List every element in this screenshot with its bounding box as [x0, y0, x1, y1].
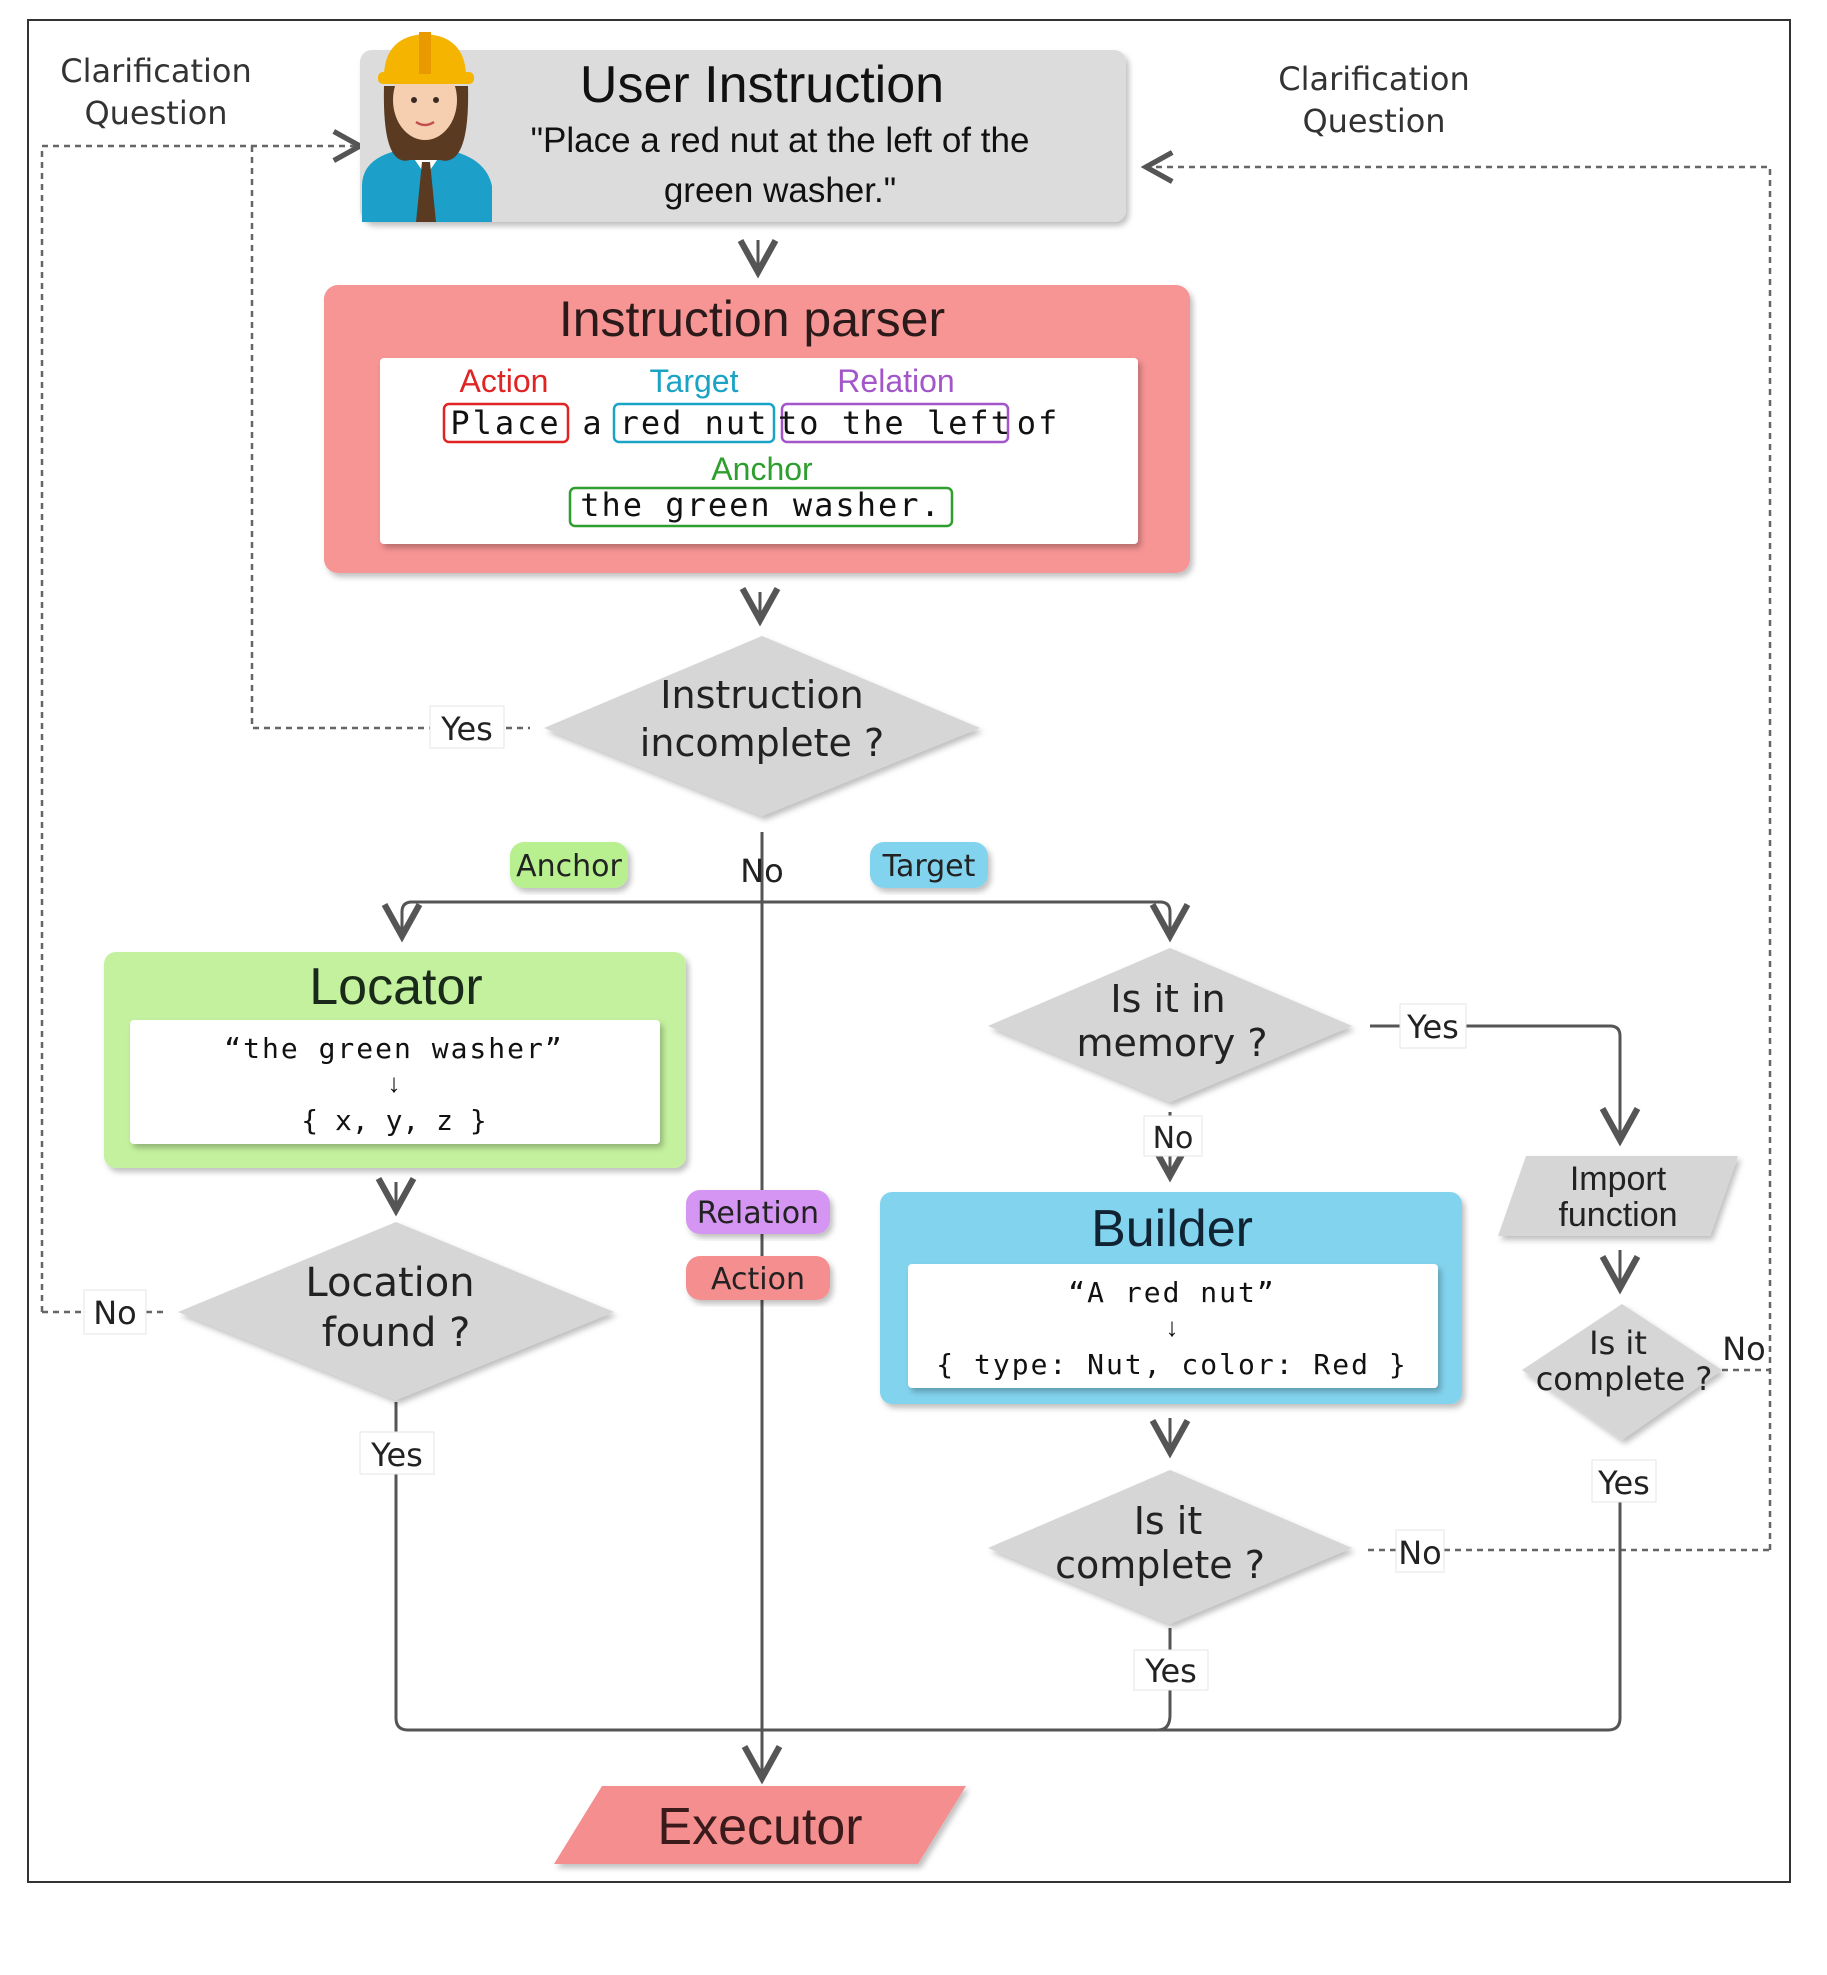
parser-word-place: Place: [450, 404, 561, 442]
instruction-parser-box: Instruction parser Action Target Relatio…: [324, 285, 1190, 573]
locator-title: Locator: [309, 958, 482, 1016]
decision-import-complete-line2: complete ?: [1536, 1360, 1713, 1398]
flow-connectors: [375, 238, 1641, 1785]
label-yes-location: Yes: [370, 1436, 423, 1474]
parser-word-to-the-left: to the left: [778, 404, 1012, 442]
parser-word-red-nut: red nut: [620, 404, 769, 442]
decision-in-memory-line2: memory ?: [1076, 1021, 1267, 1065]
decision-location-found-line1: Location: [305, 1260, 474, 1306]
label-no-incomplete: No: [740, 852, 784, 890]
builder-arrow-icon: ↓: [1166, 1312, 1179, 1342]
outer-frame: [27, 19, 1791, 1883]
import-function-line2: function: [1558, 1196, 1677, 1234]
clarification-question-left-line1: Clarification: [60, 52, 252, 90]
chip-relation-label: Relation: [697, 1196, 819, 1231]
decision-builder-complete: Is it complete ?: [988, 1470, 1352, 1624]
locator-box: Locator “the green washer” ↓ { x, y, z }: [104, 952, 686, 1168]
parser-tag-target: Target: [650, 363, 739, 399]
decision-builder-complete-line1: Is it: [1134, 1499, 1203, 1543]
chip-relation: Relation: [686, 1190, 830, 1234]
parser-tag-anchor: Anchor: [711, 451, 813, 487]
decision-instruction-incomplete-line2: incomplete ?: [640, 721, 884, 765]
label-yes-import: Yes: [1597, 1464, 1650, 1502]
label-no-import: No: [1722, 1330, 1766, 1368]
decision-import-complete: Is it complete ?: [1522, 1304, 1722, 1440]
clarification-question-right-line1: Clarification: [1278, 60, 1470, 98]
user-instruction-title: User Instruction: [580, 56, 944, 114]
builder-output: { type: Nut, color: Red }: [936, 1348, 1407, 1381]
builder-box: Builder “A red nut” ↓ { type: Nut, color…: [880, 1192, 1462, 1404]
decision-builder-complete-line2: complete ?: [1055, 1543, 1265, 1587]
label-yes-builder: Yes: [1144, 1652, 1197, 1690]
decision-instruction-incomplete-line1: Instruction: [660, 673, 863, 717]
locator-output: { x, y, z }: [301, 1104, 486, 1137]
executor-title: Executor: [657, 1798, 862, 1856]
decision-import-complete-line1: Is it: [1589, 1324, 1647, 1362]
chip-target: Target: [870, 842, 988, 888]
parser-tag-relation: Relation: [837, 363, 954, 399]
decision-in-memory: Is it in memory ?: [988, 948, 1352, 1102]
builder-input: “A red nut”: [1068, 1276, 1275, 1309]
parser-word-a: a: [582, 404, 601, 442]
parser-word-green-washer: the green washer.: [580, 486, 942, 524]
worker-avatar-icon: [362, 32, 492, 222]
clarification-feedback-lines: [40, 129, 1772, 1552]
label-no-memory: No: [1153, 1121, 1194, 1156]
decision-in-memory-line1: Is it in: [1110, 977, 1225, 1021]
import-function-line1: Import: [1570, 1160, 1667, 1198]
chip-action-label: Action: [711, 1262, 805, 1297]
clarification-question-right-line2: Question: [1302, 102, 1445, 140]
chip-action: Action: [686, 1256, 830, 1300]
label-yes-memory: Yes: [1406, 1008, 1459, 1046]
import-function-box: Import function: [1498, 1156, 1738, 1236]
decision-instruction-incomplete: Instruction incomplete ?: [544, 636, 980, 816]
parser-word-of: of: [1017, 404, 1060, 442]
label-no-builder: No: [1398, 1534, 1442, 1572]
label-yes-incomplete: Yes: [440, 710, 493, 748]
decision-location-found: Location found ?: [178, 1222, 614, 1400]
chip-anchor-label: Anchor: [516, 849, 622, 884]
instruction-parser-title: Instruction parser: [559, 291, 945, 347]
clarification-question-left-line2: Question: [84, 94, 227, 132]
executor-box: Executor: [554, 1786, 966, 1864]
decision-location-found-line2: found ?: [322, 1310, 471, 1356]
builder-title: Builder: [1091, 1200, 1253, 1258]
chip-anchor: Anchor: [510, 842, 628, 888]
locator-input: “the green washer”: [224, 1032, 563, 1065]
label-no-location: No: [93, 1294, 137, 1332]
locator-arrow-icon: ↓: [388, 1068, 401, 1098]
chip-target-label: Target: [882, 849, 976, 884]
user-instruction-text-line1: "Place a red nut at the left of the: [531, 121, 1030, 160]
user-instruction-text-line2: green washer.": [664, 171, 896, 210]
user-instruction-box: User Instruction "Place a red nut at the…: [360, 50, 1126, 222]
parser-tag-action: Action: [460, 363, 549, 399]
